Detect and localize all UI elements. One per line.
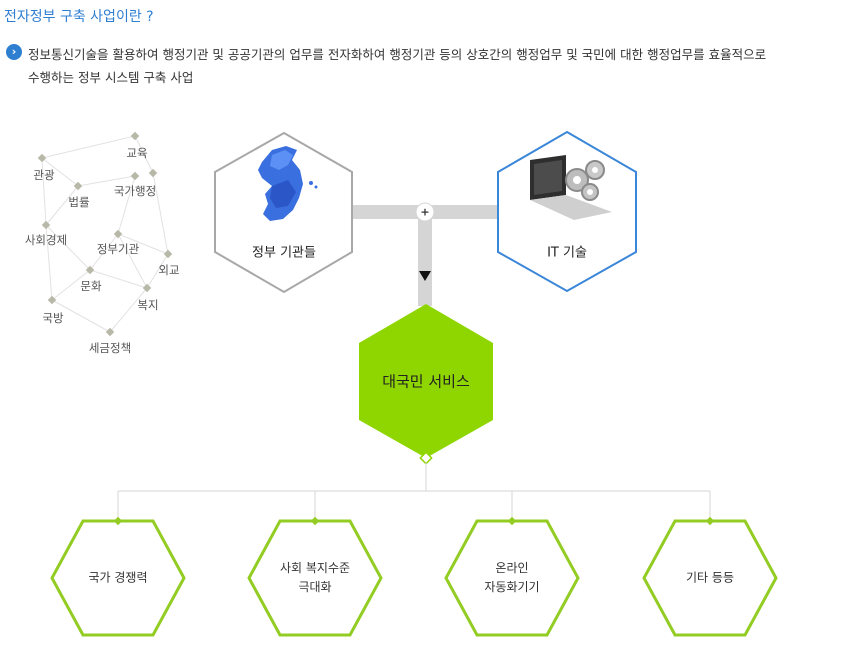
service-label: 대국민 서비스 bbox=[382, 372, 470, 391]
outcome-hexagons bbox=[50, 519, 778, 637]
korea-map-icon bbox=[258, 146, 318, 221]
it-label: IT 기술 bbox=[547, 245, 587, 261]
outcome-label: 기타 등등 bbox=[686, 570, 734, 585]
connector-lines bbox=[352, 202, 500, 306]
keyword-network-nodes bbox=[37, 131, 173, 337]
keyword-label: 법률 bbox=[68, 195, 90, 209]
outcome-connector-dots bbox=[113, 516, 715, 526]
keyword-label: 국방 bbox=[42, 311, 64, 325]
keyword-label: 교육 bbox=[126, 146, 148, 160]
arrow-down-icon bbox=[419, 271, 431, 281]
laptop-gears-icon bbox=[530, 155, 612, 220]
chevron-right-icon: › bbox=[6, 44, 22, 60]
outcome-tree-lines bbox=[117, 462, 711, 520]
keyword-label: 사회경제 bbox=[24, 233, 68, 247]
keyword-label: 관광 bbox=[33, 168, 55, 182]
outcome-label: 온라인 자동화기기 bbox=[484, 561, 540, 594]
service-hexagon bbox=[359, 304, 493, 458]
keyword-label: 정부기관 bbox=[96, 242, 140, 256]
keyword-label: 세금정책 bbox=[88, 341, 132, 355]
keyword-label: 국가행정 bbox=[113, 184, 157, 198]
government-label: 정부 기관들 bbox=[252, 245, 316, 261]
keyword-label: 문화 bbox=[80, 279, 102, 293]
keyword-label: 복지 bbox=[137, 298, 159, 312]
description: 정보통신기술을 활용하여 행정기관 및 공공기관의 업무를 전자화하여 행정기관… bbox=[28, 43, 838, 89]
description-line-1: 정보통신기술을 활용하여 행정기관 및 공공기관의 업무를 전자화하여 행정기관… bbox=[28, 47, 767, 62]
description-line-2: 수행하는 정부 시스템 구축 사업 bbox=[28, 70, 194, 85]
page-title: 전자정부 구축 사업이란 ? bbox=[4, 9, 154, 25]
keyword-network-lines bbox=[41, 135, 169, 333]
keyword-label: 외교 bbox=[158, 263, 180, 277]
outcome-label: 사회 복지수준 극대화 bbox=[279, 561, 351, 594]
outcome-label: 국가 경쟁력 bbox=[88, 570, 148, 585]
plus-icon: + bbox=[420, 205, 430, 219]
